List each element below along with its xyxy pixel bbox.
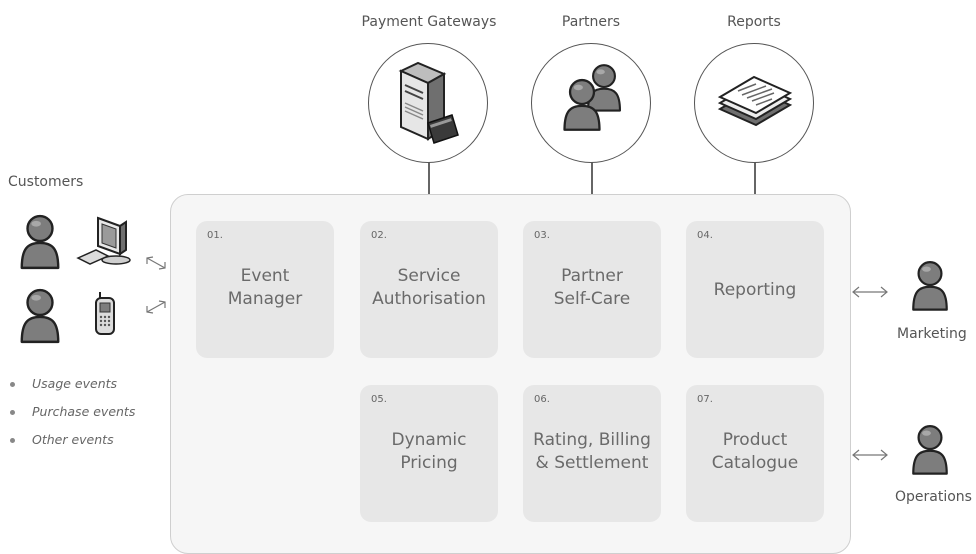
module-product-catalogue[interactable]: 07. Product Catalogue [686, 385, 824, 522]
people-icon [562, 63, 621, 131]
module-title: Reporting [713, 280, 797, 300]
module-partner-self-care[interactable]: 03. Partner Self-Care [523, 221, 661, 358]
partners-label: Partners [561, 14, 621, 30]
module-number: 04. [697, 230, 713, 241]
module-number: 06. [534, 394, 550, 405]
bidirectional-arrow-icon [852, 286, 888, 298]
server-icon [398, 61, 459, 144]
module-title: Dynamic Pricing [391, 430, 467, 473]
module-reporting[interactable]: 04. Reporting [686, 221, 824, 358]
event-list: Usage events Purchase events Other event… [8, 376, 135, 460]
customer-event-arrow [146, 300, 166, 314]
module-rating-billing-settlement[interactable]: 06. Rating, Billing & Settlement [523, 385, 661, 522]
module-number: 07. [697, 394, 713, 405]
marketing-label: Marketing [897, 326, 967, 342]
customer-person-icon [16, 212, 64, 270]
reports-connector [754, 152, 756, 222]
mobile-phone-icon [95, 292, 115, 335]
payment-gateways-node [368, 43, 488, 163]
reports-node [694, 43, 814, 163]
partners-connector [591, 152, 593, 222]
bullet-dot [10, 438, 15, 443]
module-title: Partner Self-Care [553, 266, 631, 309]
partners-node [531, 43, 651, 163]
module-dynamic-pricing[interactable]: 05. Dynamic Pricing [360, 385, 498, 522]
module-event-manager[interactable]: 01. Event Manager [196, 221, 334, 358]
payment-gateways-label: Payment Gateways [361, 14, 497, 30]
computer-icon [76, 216, 131, 265]
operations-label: Operations [895, 489, 972, 505]
module-number: 05. [371, 394, 387, 405]
module-number: 02. [371, 230, 387, 241]
list-item: Purchase events [8, 404, 135, 432]
bullet-dot [10, 382, 15, 387]
marketing-person-icon [908, 258, 952, 312]
module-title: Service Authorisation [372, 266, 486, 309]
operations-person-icon [908, 422, 952, 476]
event-label: Purchase events [32, 404, 136, 419]
event-label: Usage events [32, 376, 118, 391]
customer-person-icon [16, 286, 64, 344]
bidirectional-arrow-icon [852, 449, 888, 461]
event-label: Other events [32, 432, 114, 447]
customer-event-arrow [146, 256, 166, 270]
module-title: Event Manager [227, 266, 303, 309]
reports-label: Reports [727, 14, 781, 30]
module-title: Product Catalogue [711, 430, 799, 473]
bullet-dot [10, 410, 15, 415]
documents-icon [717, 75, 792, 126]
payment-gateways-connector [428, 152, 430, 222]
list-item: Usage events [8, 376, 135, 404]
customers-label: Customers [8, 174, 84, 190]
module-title: Rating, Billing & Settlement [533, 430, 651, 473]
module-number: 01. [207, 230, 223, 241]
module-number: 03. [534, 230, 550, 241]
module-service-authorisation[interactable]: 02. Service Authorisation [360, 221, 498, 358]
list-item: Other events [8, 432, 135, 460]
